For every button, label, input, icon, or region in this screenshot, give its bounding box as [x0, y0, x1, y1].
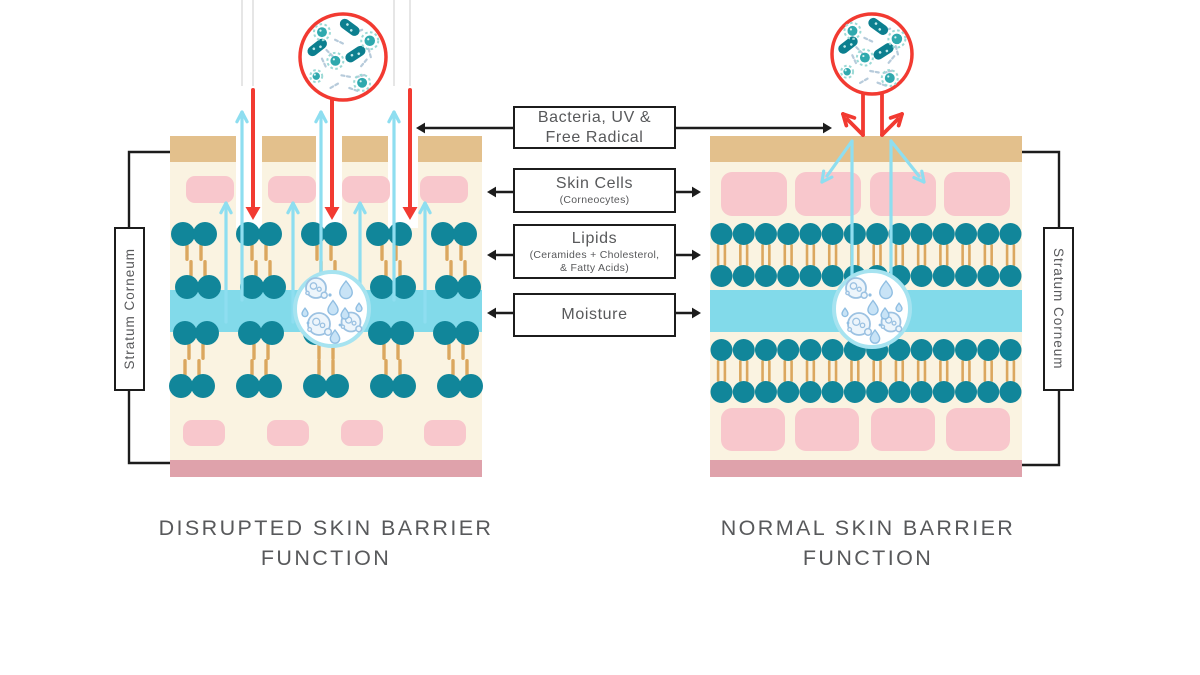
label-box-skin-cells: Skin Cells (Corneocytes) — [513, 168, 676, 213]
bacteria-penetration-arrows — [245, 88, 418, 220]
bacteria-detail-circle-left — [298, 12, 388, 102]
label-subtext: (Ceramides + Cholesterol, — [529, 249, 660, 261]
label-text: Bacteria, UV & — [537, 108, 652, 126]
label-box-moisture: Moisture — [513, 293, 676, 337]
caption-normal: NORMAL SKIN BARRIER FUNCTION — [678, 513, 1058, 573]
bacteria-deflected-arrows — [841, 91, 904, 137]
guide-lines — [241, 0, 411, 86]
moisture-retained-arrows — [820, 139, 926, 290]
caption-line: DISRUPTED SKIN BARRIER — [158, 516, 494, 540]
caption-line: FUNCTION — [260, 546, 392, 570]
label-box-bacteria-uv-free-radical: Bacteria, UV & Free Radical — [513, 106, 676, 149]
label-box-lipids: Lipids (Ceramides + Cholesterol, & Fatty… — [513, 224, 676, 279]
normal-skin-panel — [710, 136, 1022, 477]
label-text: Stratum Corneum — [1051, 248, 1066, 370]
moisture-escape-arrows — [219, 110, 432, 324]
bacteria-detail-circle-right — [830, 12, 914, 96]
label-text: Lipids — [571, 230, 618, 247]
caption-line: NORMAL SKIN BARRIER — [720, 516, 1016, 540]
label-arrows — [416, 122, 832, 319]
label-text: Stratum Corneum — [122, 248, 137, 370]
caption-line: FUNCTION — [802, 546, 934, 570]
stratum-corneum-label-right: Stratum Corneum — [1043, 227, 1074, 391]
caption-disrupted: DISRUPTED SKIN BARRIER FUNCTION — [136, 513, 516, 573]
moisture-detail-circle-right — [832, 269, 912, 349]
label-text: Free Radical — [545, 128, 644, 146]
label-text: Moisture — [561, 306, 628, 323]
label-subtext: & Fatty Acids) — [560, 261, 629, 274]
moisture-detail-circle-left — [293, 270, 371, 348]
label-subtext: (Corneocytes) — [559, 194, 630, 207]
stratum-corneum-label-left: Stratum Corneum — [114, 227, 145, 391]
label-text: Skin Cells — [555, 175, 634, 193]
